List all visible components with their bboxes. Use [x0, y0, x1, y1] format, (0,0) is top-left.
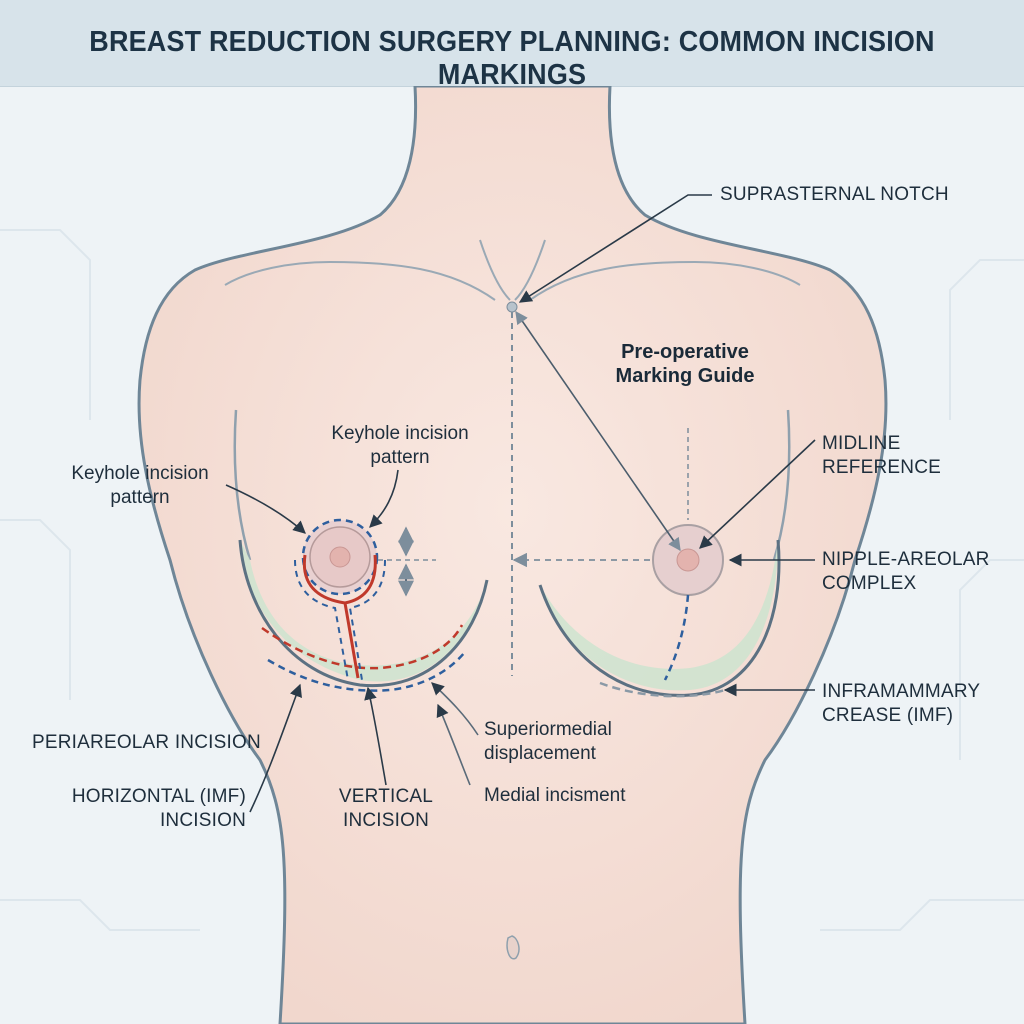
- label-vertical-incision-line2: INCISION: [342, 810, 430, 831]
- label-nipple-areolar-line1: NIPPLE-AREOLAR: [822, 549, 990, 570]
- left-nipple: [329, 546, 351, 568]
- leader-vertical: [364, 686, 387, 786]
- leader-midline-reference: [699, 439, 816, 549]
- label-inframammary: INFRAMAMMARY CREASE (IMF): [822, 680, 980, 728]
- anatomy-diagram: [0, 86, 1024, 1024]
- leader-keyhole-left: [225, 484, 306, 534]
- left-vertical-blue-dashed: [294, 559, 386, 681]
- label-nipple-areolar: NIPPLE-AREOLAR COMPLEX: [822, 548, 990, 596]
- label-keyhole-top-line1: Keyhole incision: [331, 423, 469, 444]
- leader-suprasternal: [518, 194, 712, 303]
- right-imf-gray-dashed: [599, 681, 726, 698]
- label-nipple-areolar-line2: COMPLEX: [822, 573, 917, 594]
- label-medial-incisment: Medial incisment: [484, 785, 626, 806]
- leader-medial: [436, 703, 471, 786]
- guide-title: Pre-operative Marking Guide: [590, 340, 780, 388]
- left-breast: [238, 518, 489, 692]
- leader-lines: [225, 194, 816, 813]
- label-superiormedial: Superiormedial displacement: [484, 718, 612, 766]
- left-imf-red-dashed: [261, 624, 464, 670]
- leader-horizontal-imf: [249, 683, 302, 813]
- right-nipple: [676, 548, 700, 572]
- right-breast-green-zone: [540, 540, 778, 691]
- left-keyhole-red-incision: [302, 554, 377, 679]
- leader-keyhole-top: [369, 469, 399, 528]
- background-circuit-lines: [0, 229, 1024, 931]
- guide-title-line2: Marking Guide: [615, 365, 755, 387]
- label-horizontal-imf: HORIZONTAL (IMF) INCISION: [60, 785, 246, 833]
- suprasternal-notch-point: [506, 301, 518, 313]
- right-vertical-blue-dashed: [663, 594, 690, 681]
- left-breast-outline: [238, 539, 489, 688]
- label-superiormedial-line1: Superiormedial: [484, 719, 612, 740]
- label-inframammary-line1: INFRAMAMMARY: [822, 681, 981, 702]
- label-keyhole-top: Keyhole incision pattern: [300, 422, 500, 470]
- page-title: BREAST REDUCTION SURGERY PLANNING: COMMO…: [89, 26, 935, 91]
- navel: [506, 935, 520, 960]
- label-periareolar: PERIAREOLAR INCISION: [32, 732, 261, 753]
- clavicle-lines: [224, 239, 801, 301]
- label-horizontal-imf-line2: INCISION: [159, 810, 246, 831]
- label-keyhole-top-line2: pattern: [370, 447, 430, 468]
- left-imf-blue-dashed: [267, 651, 466, 692]
- label-suprasternal-notch: SUPRASTERNAL NOTCH: [720, 184, 949, 205]
- label-vertical-incision-line1: VERTICAL: [338, 786, 434, 807]
- label-midline-reference-line1: MIDLINE: [822, 433, 901, 454]
- notch-to-nipple-arrow: [515, 310, 681, 552]
- label-vertical-incision: VERTICAL INCISION: [316, 785, 456, 833]
- label-keyhole-left-line1: Keyhole incision: [71, 463, 209, 484]
- label-keyhole-left-line2: pattern: [110, 487, 170, 508]
- header-bar: BREAST REDUCTION SURGERY PLANNING: COMMO…: [0, 0, 1024, 91]
- leader-superiormedial: [431, 682, 479, 736]
- left-arm-crease: [233, 409, 252, 561]
- label-horizontal-imf-line1: HORIZONTAL (IMF): [71, 786, 246, 807]
- label-superiormedial-line2: displacement: [484, 743, 596, 764]
- label-midline-reference-line2: REFERENCE: [822, 457, 941, 478]
- label-midline-reference: MIDLINE REFERENCE: [822, 432, 941, 480]
- left-breast-green-zone: [240, 540, 487, 682]
- guide-title-line1: Pre-operative: [621, 341, 749, 363]
- label-keyhole-left: Keyhole incision pattern: [40, 462, 240, 510]
- label-inframammary-line2: CREASE (IMF): [822, 705, 954, 726]
